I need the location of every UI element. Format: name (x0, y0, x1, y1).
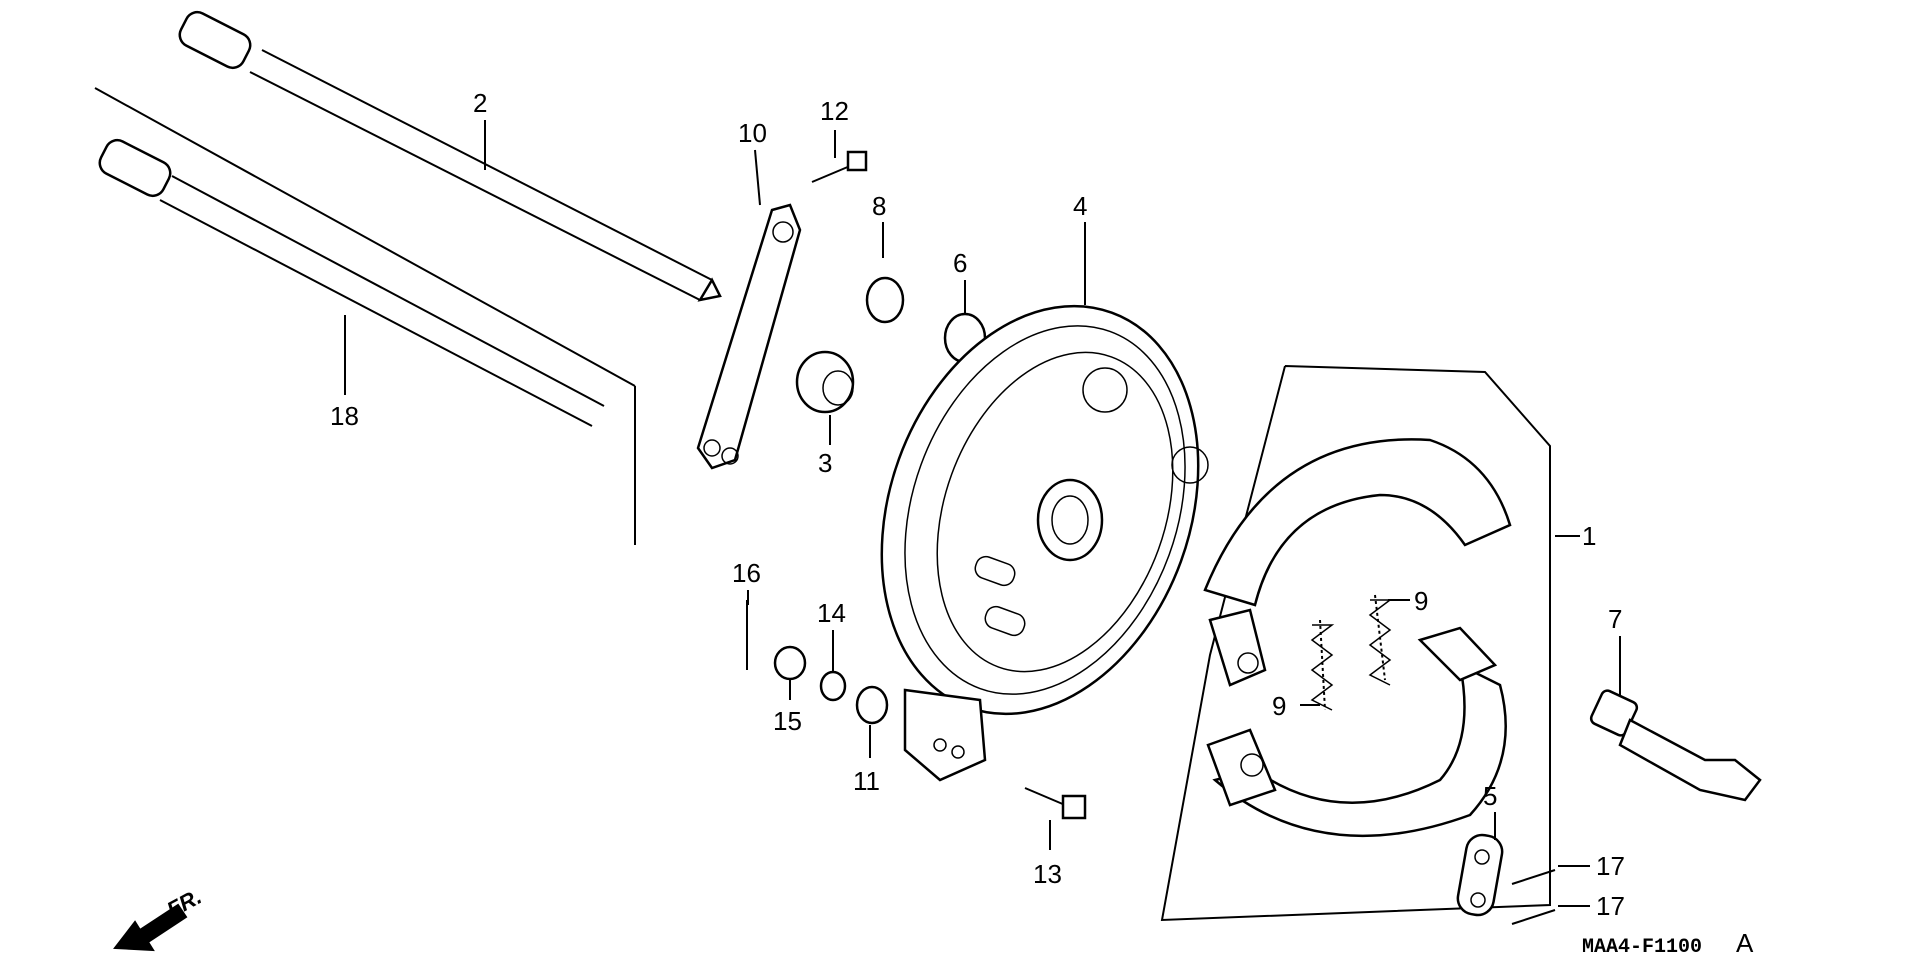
label-6: 6 (953, 248, 967, 278)
label-8: 8 (872, 191, 886, 221)
label-11: 11 (853, 766, 880, 796)
part-8-washer (865, 276, 905, 324)
part-11-seal (855, 685, 889, 725)
part-7-brake-cam (1589, 689, 1762, 802)
label-12: 12 (820, 96, 849, 126)
label-18: 18 (330, 401, 359, 431)
part-12-bolt (811, 150, 868, 183)
label-15: 15 (773, 706, 802, 736)
drawing-code: MAA4-F1100 (1582, 936, 1702, 956)
part-2-rear-axle (178, 10, 722, 302)
label-3: 3 (818, 448, 832, 478)
front-direction-arrow: FR. (113, 884, 206, 952)
part-18-rod (98, 138, 605, 427)
part-15-nut (773, 645, 807, 681)
label-17-lower: 17 (1596, 891, 1625, 921)
part-5-link-plate (1456, 833, 1504, 917)
part-1-brake-shoe-lower (1206, 626, 1507, 838)
part-1-group-outline (1160, 365, 1551, 922)
label-7: 7 (1608, 604, 1622, 634)
part-3-collar-inner (822, 370, 854, 406)
part-17-pin (1511, 869, 1556, 885)
label-13: 13 (1033, 859, 1062, 889)
part-9-spring-upper (1368, 594, 1393, 686)
label-17-upper: 17 (1596, 851, 1625, 881)
label-14: 14 (817, 598, 846, 628)
part-14-washer (819, 670, 847, 702)
label-10: 10 (738, 118, 767, 148)
label-9-lower: 9 (1272, 691, 1286, 721)
label-9-upper: 9 (1414, 586, 1428, 616)
label-5: 5 (1483, 781, 1497, 811)
leader-lines (344, 120, 1621, 907)
part-17-pin (1511, 909, 1556, 925)
label-2: 2 (473, 88, 487, 118)
part-4-brake-panel (880, 304, 1209, 782)
label-16: 16 (732, 558, 761, 588)
part-10-brake-arm (696, 203, 802, 470)
part-3-collar (795, 350, 855, 414)
label-4: 4 (1073, 191, 1087, 221)
part-9-spring-lower (1310, 619, 1335, 711)
part-1-brake-shoe-upper (1203, 438, 1512, 687)
part-13-bolt (1024, 787, 1087, 820)
guide-line (94, 87, 636, 387)
drawing-revision: A (1736, 928, 1754, 956)
label-1: 1 (1582, 521, 1596, 551)
